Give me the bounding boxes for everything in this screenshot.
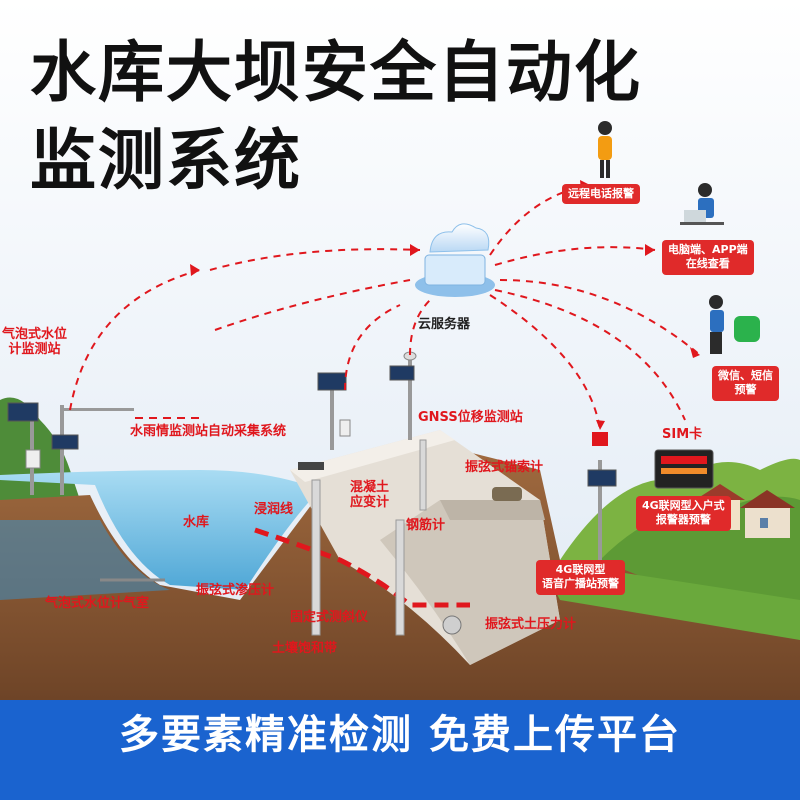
label-saturated-zone: 土壤饱和带 (272, 641, 338, 656)
concrete-strain-tube (419, 439, 427, 511)
label-inclinometer: 固定式测斜仪 (290, 610, 369, 625)
page-title-line1: 水库大坝安全自动化 (30, 34, 642, 111)
label-sim-card: SIM卡 (662, 427, 703, 442)
solar-panel-icon (51, 434, 79, 450)
box-wechat-sms-line2: 预警 (734, 383, 757, 397)
solar-panel-icon (587, 469, 617, 487)
phone-person-icon (598, 121, 612, 178)
label-gnss-station: GNSS位移监测站 (418, 410, 523, 425)
label-reservoir: 水库 (183, 515, 210, 530)
solar-panel-icon (317, 372, 347, 391)
label-concrete-strain: 混凝土 应变计 (350, 480, 390, 511)
cloud-server-icon (415, 223, 495, 297)
banner-background (0, 700, 800, 800)
box-broadcast: 4G联网型 语音广播站预警 (536, 560, 625, 595)
box-pc-app-line1: 电脑端、APP端 (668, 243, 748, 256)
alarm-light-icon (592, 432, 608, 446)
communication-arcs (69, 184, 701, 431)
dam-berm (440, 500, 545, 520)
label-cloud-server: 云服务器 (418, 317, 471, 332)
solar-panel-icon (7, 402, 39, 422)
box-pc-app-line2: 在线查看 (685, 257, 730, 271)
bubble-station (7, 402, 165, 582)
label-rebar-meter: 钢筋计 (406, 518, 446, 533)
anchor-cable-meter-icon (492, 487, 522, 501)
label-anchor-cable: 振弦式锚索计 (465, 460, 544, 475)
label-bubble-station-line2: 计监测站 (8, 341, 61, 357)
label-concrete-strain-line1: 混凝土 (350, 480, 390, 495)
box-wechat-sms: 微信、短信 预警 (712, 366, 779, 401)
box-indoor-alarm-line1: 4G联网型入户式 (642, 499, 725, 512)
broadcast-station (587, 432, 617, 560)
reservoir-water (0, 470, 320, 590)
dam-crest (290, 430, 455, 482)
wechat-person-icon (709, 295, 760, 354)
label-seepage-line: 浸润线 (254, 502, 294, 517)
banner-slogan: 多要素精准检测 免费上传平台 (119, 712, 681, 758)
crest-device (298, 462, 324, 470)
box-indoor-alarm-line2: 报警器预警 (655, 513, 711, 527)
label-seepage-meter: 振弦式渗压计 (196, 583, 275, 598)
rain-station (317, 372, 351, 450)
label-bubble-station: 气泡式水位 计监测站 (2, 327, 68, 358)
gnss-station (389, 351, 417, 440)
box-pc-app: 电脑端、APP端 在线查看 (662, 240, 754, 275)
label-bubble-station-line1: 气泡式水位 (2, 327, 68, 342)
box-wechat-sms-line1: 微信、短信 (718, 369, 773, 382)
box-indoor-alarm: 4G联网型入户式 报警器预警 (636, 496, 731, 531)
box-broadcast-line1: 4G联网型 (555, 563, 606, 576)
page-title-line2: 监测系统 (30, 122, 302, 199)
inclinometer-borehole (395, 519, 405, 636)
dam-downstream-face (380, 500, 560, 665)
seepage-borehole (311, 479, 321, 636)
box-broadcast-line2: 语音广播站预警 (542, 577, 619, 591)
box-remote-alarm: 远程电话报警 (562, 184, 640, 205)
label-earth-pressure: 振弦式土压力计 (485, 617, 577, 632)
label-rain-station: 水雨情监测站自动采集系统 (130, 424, 287, 439)
earth-pressure-cell-icon (442, 615, 462, 635)
label-concrete-strain-line2: 应变计 (350, 494, 390, 510)
label-bubble-chamber: 气泡式水位计气室 (45, 596, 150, 611)
laptop-person-icon (680, 183, 724, 225)
solar-panel-icon (389, 365, 415, 381)
